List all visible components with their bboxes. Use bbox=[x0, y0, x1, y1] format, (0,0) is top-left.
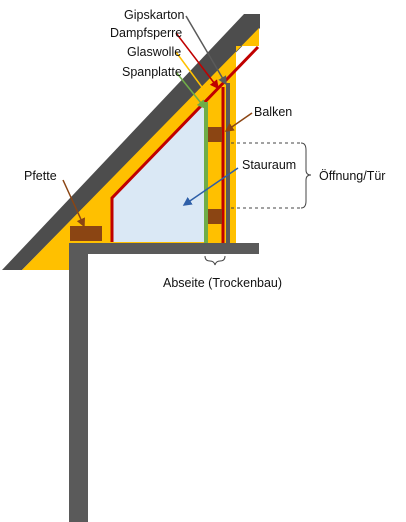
opening-brace bbox=[300, 142, 312, 209]
dampfsperre-pointer bbox=[175, 32, 219, 90]
chipboard-spanplatte bbox=[204, 102, 208, 243]
spanplatte-pointer bbox=[175, 71, 206, 110]
label-glaswolle: Glaswolle bbox=[127, 45, 181, 59]
beam-lower bbox=[208, 209, 222, 224]
purlin-pfette bbox=[70, 226, 102, 241]
label-pfette: Pfette bbox=[24, 169, 57, 183]
wooden-beams bbox=[70, 127, 222, 241]
label-spanplatte: Spanplatte bbox=[122, 65, 182, 79]
abseite-brace bbox=[204, 255, 226, 266]
opening-marker bbox=[231, 142, 312, 209]
label-abseite: Abseite (Trockenbau) bbox=[163, 276, 282, 290]
vapor-barrier-roof bbox=[110, 45, 260, 242]
label-balken: Balken bbox=[254, 105, 292, 119]
label-gipskarton: Gipskarton bbox=[124, 8, 184, 22]
balken-pointer bbox=[224, 112, 253, 132]
label-oeffnung: Öffnung/Tür bbox=[319, 169, 385, 183]
label-stauraum: Stauraum bbox=[242, 158, 296, 172]
stauraum-pointer bbox=[182, 167, 239, 206]
floor-slab bbox=[69, 243, 259, 254]
storage-space bbox=[112, 101, 205, 242]
label-dampfsperre: Dampfsperre bbox=[110, 26, 182, 40]
gypsum-board bbox=[226, 83, 230, 243]
beam-upper bbox=[208, 127, 222, 142]
pfette-pointer bbox=[62, 179, 85, 228]
glaswolle-pointer bbox=[175, 51, 208, 96]
gipskarton-pointer bbox=[185, 15, 227, 86]
exterior-wall bbox=[69, 246, 88, 522]
building-structure bbox=[69, 243, 259, 522]
